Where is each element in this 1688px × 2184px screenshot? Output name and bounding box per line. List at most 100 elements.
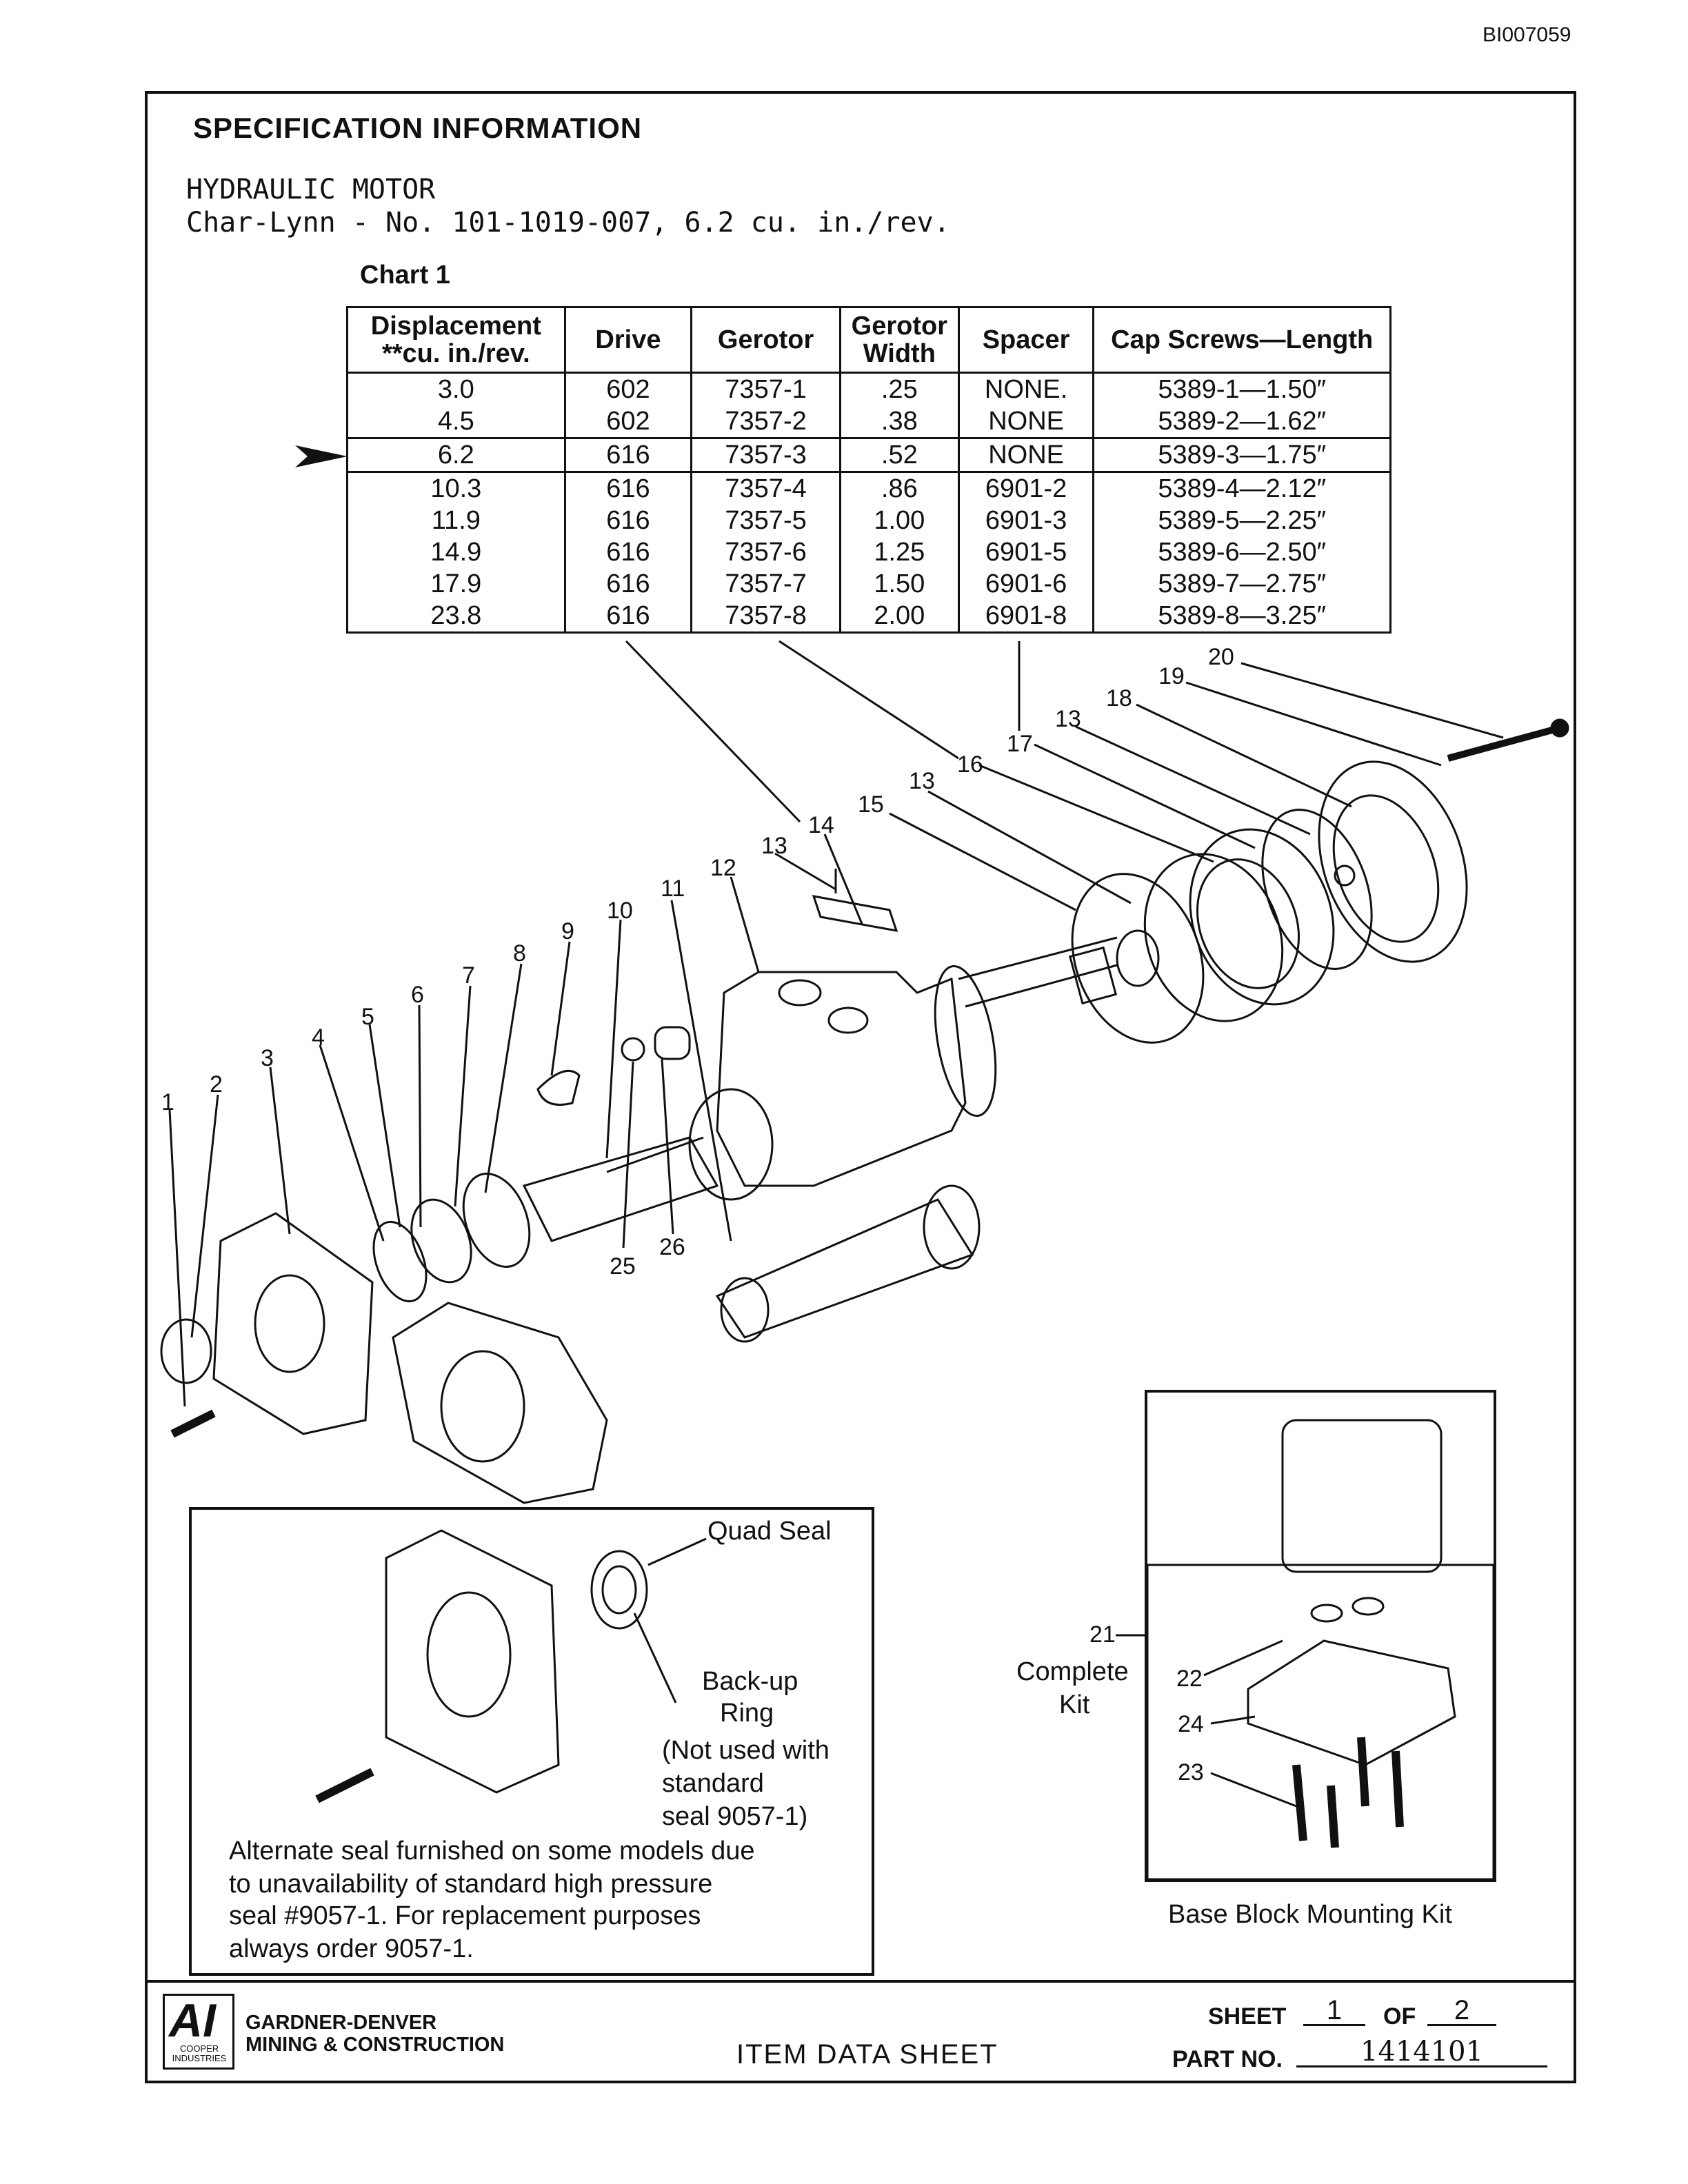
table-cell: 5389-3—1.75″ xyxy=(1092,437,1391,473)
table-cell: 7357-4 xyxy=(690,472,841,505)
table-cell: 7357-7 xyxy=(690,568,841,600)
table-cell: 616 xyxy=(563,568,693,600)
table-cell: 616 xyxy=(563,600,693,634)
callout-7: 7 xyxy=(462,962,475,989)
company-name: GARDNER-DENVER MINING & CONSTRUCTION xyxy=(245,2012,504,2056)
logo-subtext: COOPER INDUSTRIES xyxy=(172,2043,227,2063)
sheet-type: ITEM DATA SHEET xyxy=(736,2039,998,2070)
motor-model: Char-Lynn - No. 101-1019-007, 6.2 cu. in… xyxy=(186,207,950,239)
company-logo: AI COOPER INDUSTRIES xyxy=(163,1994,234,2070)
table-cell: 5389-7—2.75″ xyxy=(1092,568,1391,600)
table-cell: 23.8 xyxy=(346,600,566,634)
callout-16: 16 xyxy=(957,751,983,778)
company-name-line-2: MINING & CONSTRUCTION xyxy=(245,2034,505,2056)
table-cell: 1.50 xyxy=(838,568,960,600)
table-cell: 2.00 xyxy=(838,600,960,634)
callout-14: 14 xyxy=(808,812,834,838)
spec-title: SPECIFICATION INFORMATION xyxy=(193,112,643,144)
backup-note-3: seal 9057-1) xyxy=(662,1802,808,1831)
backup-ring-label-1: Back-up xyxy=(702,1667,798,1696)
callout-15: 15 xyxy=(858,791,884,818)
header-displacement: Displacement **cu. in./rev. xyxy=(346,306,566,374)
table-cell: .25 xyxy=(838,372,960,405)
callout-9: 9 xyxy=(561,918,574,944)
header-drive: Drive xyxy=(563,306,693,374)
table-header-row: Displacement **cu. in./rev. Drive Geroto… xyxy=(346,306,1391,374)
callout-18: 18 xyxy=(1106,685,1132,711)
base-block-inset xyxy=(1145,1390,1496,1882)
header-gerotor: Gerotor xyxy=(690,306,841,374)
table-cell: 5389-1—1.50″ xyxy=(1092,372,1391,405)
callout-13c: 13 xyxy=(1055,706,1081,732)
table-cell: 602 xyxy=(563,372,693,405)
document-id: BI007059 xyxy=(1483,23,1571,46)
table-cell: 3.0 xyxy=(346,372,566,405)
callout-10: 10 xyxy=(607,898,633,924)
page-frame xyxy=(145,91,1576,2083)
alternate-seal-note-1: Alternate seal furnished on some models … xyxy=(229,1837,755,1866)
callout-23: 23 xyxy=(1178,1759,1204,1786)
table-cell: 7357-1 xyxy=(690,372,841,405)
table-cell: 6901-8 xyxy=(957,600,1095,634)
table-cell: NONE xyxy=(957,437,1095,473)
kit-caption: Base Block Mounting Kit xyxy=(1168,1900,1452,1929)
callout-13b: 13 xyxy=(909,768,935,794)
callout-21: 21 xyxy=(1089,1621,1116,1648)
table-cell: .86 xyxy=(838,472,960,505)
motor-type: HYDRAULIC MOTOR xyxy=(186,174,436,205)
table-cell: 11.9 xyxy=(346,505,566,536)
selected-row-arrow-icon xyxy=(295,445,348,467)
logo-mark: AI xyxy=(169,1994,216,2047)
callout-26: 26 xyxy=(659,1234,685,1260)
table-cell: 5389-5—2.25″ xyxy=(1092,505,1391,536)
header-gerotor-width: Gerotor Width xyxy=(838,306,960,374)
table-cell: .52 xyxy=(838,437,960,473)
table-cell: 7357-8 xyxy=(690,600,841,634)
part-number: 1414101 xyxy=(1296,2038,1547,2067)
of-label: OF xyxy=(1383,2003,1416,2030)
callout-12: 12 xyxy=(710,855,736,881)
backup-note-2: standard xyxy=(662,1769,764,1798)
alternate-seal-note-4: always order 9057-1. xyxy=(229,1934,474,1963)
backup-ring-label-2: Ring xyxy=(720,1699,774,1728)
table-cell: 602 xyxy=(563,405,693,438)
company-name-line-1: GARDNER-DENVER xyxy=(245,2012,437,2034)
table-cell: 5389-6—2.50″ xyxy=(1092,536,1391,568)
table-cell: 5389-2—1.62″ xyxy=(1092,405,1391,438)
callout-6: 6 xyxy=(411,982,424,1008)
table-cell: 6901-3 xyxy=(957,505,1095,536)
part-no-label: PART NO. xyxy=(1172,2046,1283,2072)
table-cell: 7357-3 xyxy=(690,437,841,473)
table-cell: 6901-5 xyxy=(957,536,1095,568)
table-cell: 6901-6 xyxy=(957,568,1095,600)
table-cell: 5389-4—2.12″ xyxy=(1092,472,1391,505)
sheet-total: 2 xyxy=(1427,1996,1496,2026)
table-cell: 10.3 xyxy=(346,472,566,505)
callout-24: 24 xyxy=(1178,1711,1204,1737)
table-cell: 7357-2 xyxy=(690,405,841,438)
alternate-seal-note-3: seal #9057-1. For replacement purposes xyxy=(229,1901,701,1930)
chart-label: Chart 1 xyxy=(360,261,450,290)
seal-inset xyxy=(189,1507,874,1976)
complete-label: Complete xyxy=(1016,1657,1129,1686)
table-cell: 4.5 xyxy=(346,405,566,438)
spec-table: Displacement **cu. in./rev. Drive Geroto… xyxy=(346,306,1391,634)
callout-5: 5 xyxy=(361,1004,374,1030)
backup-note-1: (Not used with xyxy=(662,1736,830,1765)
callout-20: 20 xyxy=(1208,644,1234,670)
table-cell: 7357-5 xyxy=(690,505,841,536)
table-cell: 1.25 xyxy=(838,536,960,568)
alternate-seal-note-2: to unavailability of standard high press… xyxy=(229,1870,713,1899)
callout-17: 17 xyxy=(1007,731,1033,757)
table-cell: 6901-2 xyxy=(957,472,1095,505)
callout-19: 19 xyxy=(1158,663,1185,689)
table-cell: 616 xyxy=(563,437,693,473)
table-cell: 1.00 xyxy=(838,505,960,536)
table-cell: NONE. xyxy=(957,372,1095,405)
